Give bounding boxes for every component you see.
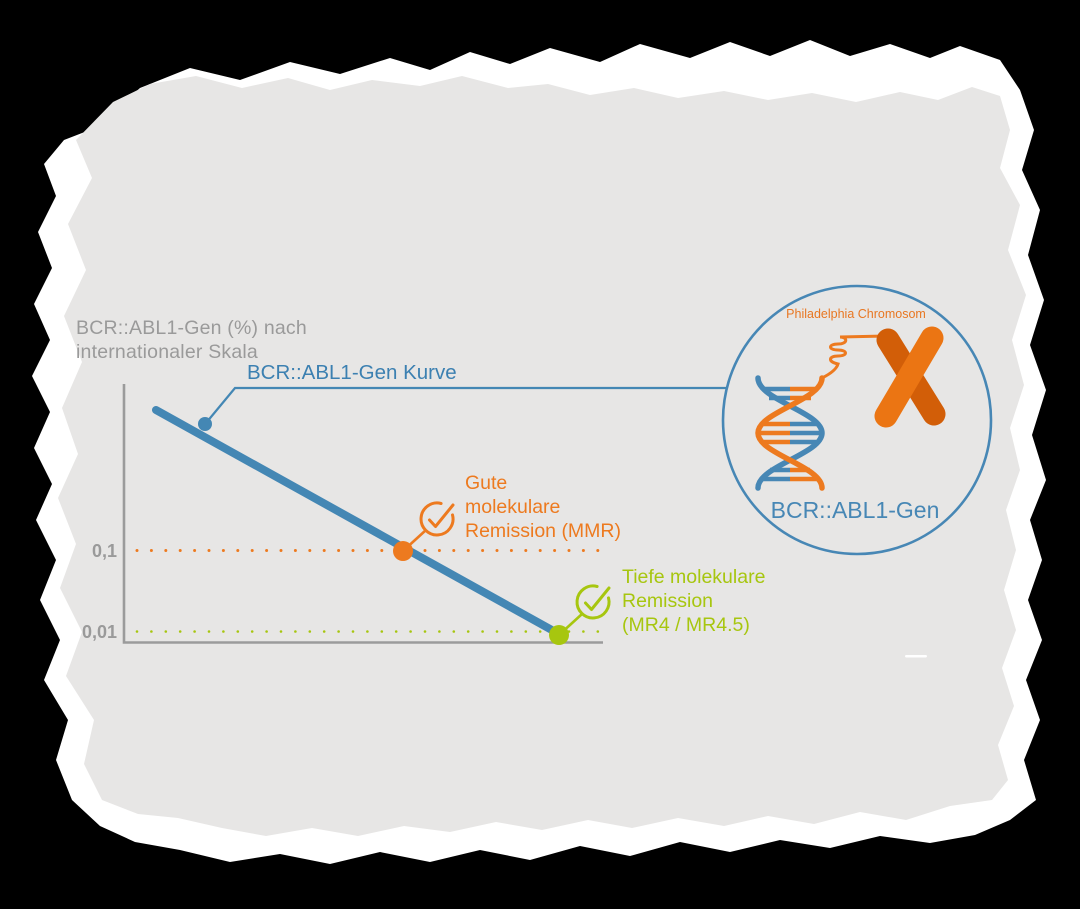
illustration-title: Philadelphia Chromosom [786, 307, 926, 321]
y-axis-title-line1: BCR::ABL1-Gen (%) nach [76, 317, 307, 339]
mr4-annotation-line1: Tiefe molekulare [622, 566, 765, 588]
torn-paper-sheet [58, 76, 1026, 836]
mr4-annotation-line3: (MR4 / MR4.5) [622, 614, 750, 636]
paper-tear-speck [905, 655, 927, 658]
mmr-annotation-line1: Gute [465, 472, 507, 494]
tick-label-0-01: 0,01 [82, 622, 117, 642]
dna-strand-blue [755, 375, 825, 491]
mmr-marker-dot [393, 541, 413, 561]
curve-label-leader-line [205, 386, 726, 424]
dna-strand-orange [755, 375, 825, 491]
bcr-abl1-curve [152, 406, 563, 638]
curve-label-anchor-dot [198, 417, 212, 431]
mr4-check-mark-icon [584, 586, 611, 611]
gene-fusion-squiggle [820, 334, 888, 380]
dna-helix-icon [755, 334, 888, 491]
y-axis-title-line2: internationaler Skala [76, 341, 258, 363]
mr4-annotation-line2: Remission [622, 590, 713, 612]
mmr-annotation-line3: Remission (MMR) [465, 520, 621, 542]
mmr-annotation-line2: molekulare [465, 496, 560, 518]
curve-label: BCR::ABL1-Gen Kurve [247, 361, 457, 384]
chart-axes [122, 384, 603, 644]
illustration-circle [721, 284, 993, 556]
mr4-marker-dot [549, 625, 569, 645]
mr4-check-circle-icon [575, 584, 611, 620]
x-chromosome-icon [874, 326, 946, 428]
tick-label-0-1: 0,1 [92, 541, 117, 561]
mmr-check-circle-icon [419, 501, 455, 537]
mmr-check-mark-icon [428, 503, 455, 528]
illustration-caption: BCR::ABL1-Gen [771, 497, 940, 523]
